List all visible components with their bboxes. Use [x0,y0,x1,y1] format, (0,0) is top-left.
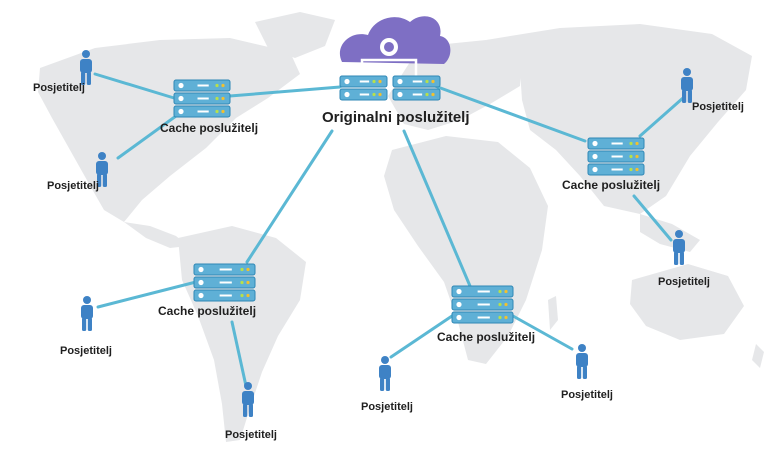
cache-server-label-south-america: Cache poslužitelj [158,304,257,318]
visitor-label-7: Posjetitelj [361,401,413,413]
visitor-person-7 [379,356,391,391]
cache-server-north-america [173,79,231,118]
continent-greenland [255,12,335,58]
cache-server-africa [451,285,514,324]
continent-central-america [124,222,188,248]
continent-madagascar [548,296,558,330]
visitor-person-1 [80,50,92,85]
visitor-person-8 [576,344,588,379]
visitor-label-3: Posjetitelj [692,101,744,113]
continent-australia [630,264,744,340]
link-origin-africa [402,129,472,288]
origin-server-rack-left [339,75,388,101]
visitor-person-3 [681,68,693,103]
visitor-label-4: Posjetitelj [658,276,710,288]
visitor-person-6 [242,382,254,417]
connection-lines [93,72,685,388]
link-asia-visitor-3 [638,96,685,138]
link-africa-visitor-8 [511,314,574,351]
visitor-person-2 [96,152,108,187]
link-origin-asia [433,84,587,143]
link-na-visitor-2 [116,114,178,160]
link-origin-sa [245,129,334,264]
origin-server-label: Originalni poslužitelj [322,109,470,126]
link-origin-na [228,85,342,98]
nodes-layer [80,16,693,417]
continent-south-america [178,226,306,442]
origin-server-rack-right [392,75,441,101]
cache-server-asia [587,137,645,176]
visitor-label-5: Posjetitelj [60,345,112,357]
cache-server-south-america [193,263,256,302]
continent-southeast-asia [640,214,700,252]
visitor-label-6: Posjetitelj [225,429,277,441]
cache-server-label-asia: Cache poslužitelj [562,178,661,192]
link-asia-visitor-4 [632,194,673,242]
continent-new-zealand [752,344,764,368]
visitor-person-4 [673,230,685,265]
visitor-label-1: Posjetitelj [33,82,85,94]
cache-server-label-north-america: Cache poslužitelj [160,121,259,135]
link-sa-visitor-5 [96,280,198,309]
visitor-person-5 [81,296,93,331]
visitor-label-2: Posjetitelj [47,180,99,192]
cloud-icon [339,16,451,76]
link-sa-visitor-6 [230,320,248,388]
link-africa-visitor-7 [389,314,454,359]
cache-server-label-africa: Cache poslužitelj [437,330,536,344]
visitor-label-8: Posjetitelj [561,389,613,401]
link-na-visitor-1 [93,72,176,100]
